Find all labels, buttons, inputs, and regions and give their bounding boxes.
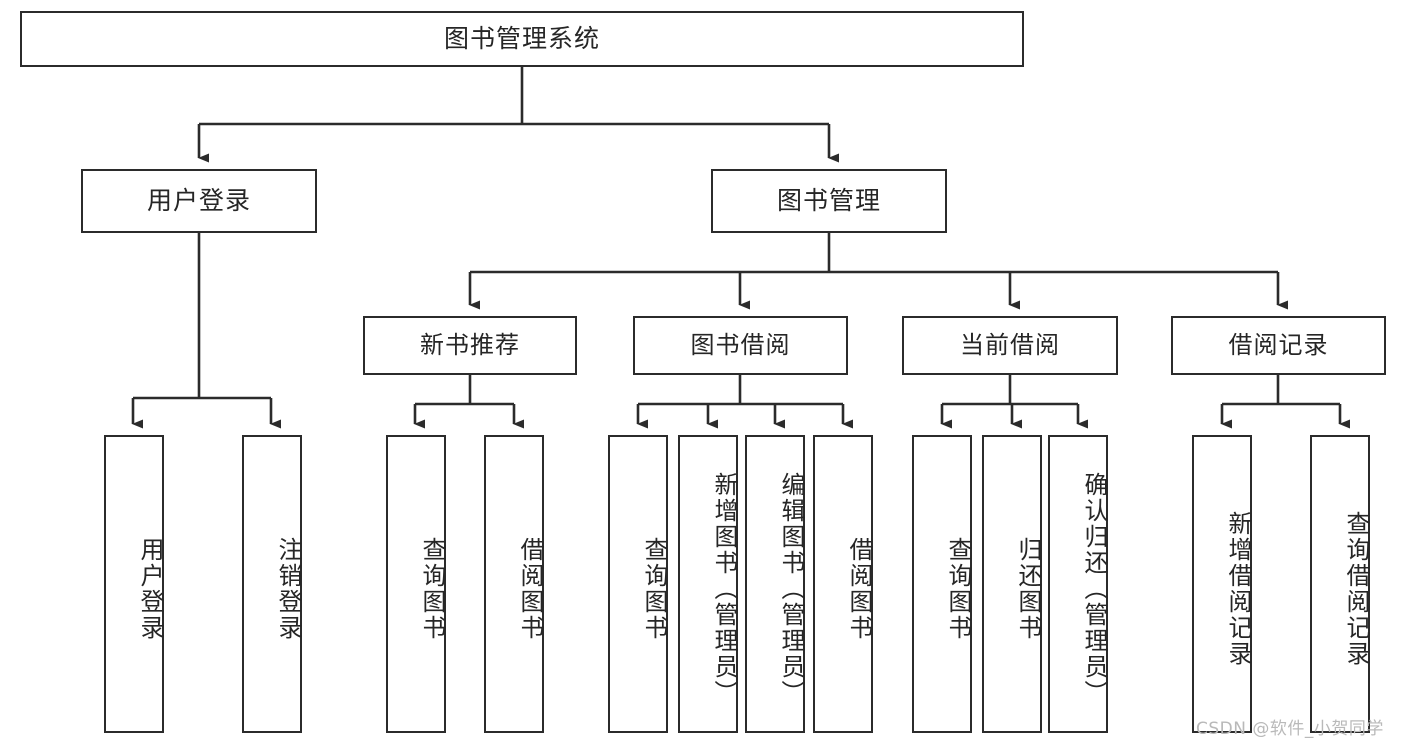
node-user-login[interactable]: 用户登录 [81,169,317,233]
leaf-current-confirm-return-admin[interactable]: 确认归还（管理员） [1048,435,1108,733]
node-label: 确认归还（管理员） [1080,472,1108,706]
leaf-current-query-book[interactable]: 查询图书 [912,435,972,733]
node-label: 借阅图书 [516,537,544,641]
node-label: 查询图书 [944,537,972,641]
leaf-record-query-record[interactable]: 查询借阅记录 [1310,435,1370,733]
node-root-book-management-system[interactable]: 图书管理系统 [20,11,1024,67]
leaf-current-return-book[interactable]: 归还图书 [982,435,1042,733]
leaf-recommend-borrow-book[interactable]: 借阅图书 [484,435,544,733]
node-new-book-recommend[interactable]: 新书推荐 [363,316,577,375]
node-label: 图书管理系统 [443,23,600,53]
node-label: 编辑图书（管理员） [777,472,805,706]
node-label: 归还图书 [1014,537,1042,641]
node-label: 借阅图书 [845,537,873,641]
node-label: 新书推荐 [420,330,520,359]
node-label: 新增借阅记录 [1224,511,1252,667]
leaf-borrow-add-book-admin[interactable]: 新增图书（管理员） [678,435,738,733]
node-label: 用户登录 [136,537,164,641]
leaf-borrow-edit-book-admin[interactable]: 编辑图书（管理员） [745,435,805,733]
node-borrow-record[interactable]: 借阅记录 [1171,316,1386,375]
node-label: 查询图书 [418,537,446,641]
node-current-borrow[interactable]: 当前借阅 [902,316,1118,375]
node-label: 图书借阅 [690,330,791,359]
leaf-user-login-login[interactable]: 用户登录 [104,435,164,733]
leaf-borrow-query-book[interactable]: 查询图书 [608,435,668,733]
node-book-borrow[interactable]: 图书借阅 [633,316,848,375]
node-label: 用户登录 [146,185,251,215]
leaf-user-login-logout[interactable]: 注销登录 [242,435,302,733]
node-label: 图书管理 [776,185,881,215]
csdn-watermark: CSDN @软件_小贺同学 [1196,719,1384,739]
node-label: 借阅记录 [1228,330,1329,359]
node-label: 查询图书 [640,537,668,641]
node-label: 注销登录 [274,537,302,641]
node-book-management[interactable]: 图书管理 [711,169,947,233]
leaf-record-add-record[interactable]: 新增借阅记录 [1192,435,1252,733]
leaf-recommend-query-book[interactable]: 查询图书 [386,435,446,733]
node-label: 新增图书（管理员） [710,472,738,706]
node-label: 查询借阅记录 [1342,511,1370,667]
node-label: 当前借阅 [960,330,1060,359]
leaf-borrow-borrow-book[interactable]: 借阅图书 [813,435,873,733]
